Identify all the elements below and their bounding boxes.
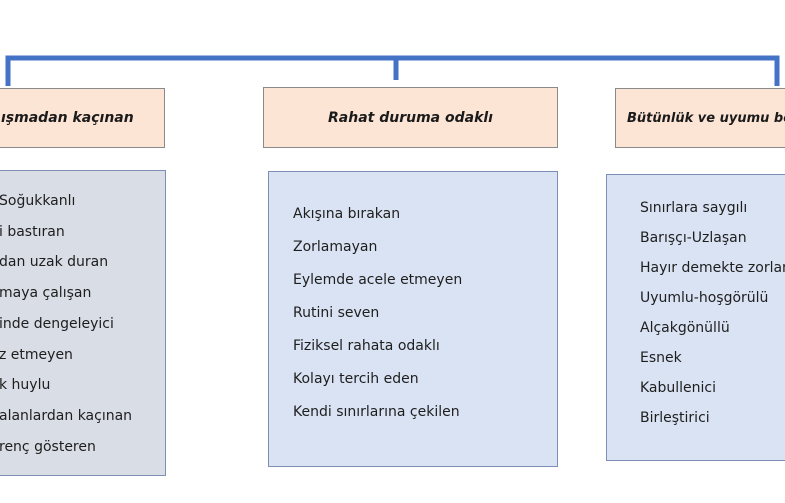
trait-item: maya çalışan (0, 285, 92, 302)
trait-item: Rutini seven (293, 305, 380, 321)
trait-item: Sınırlara saygılı (640, 200, 748, 216)
trait-item: Alçakgönüllü (640, 320, 730, 336)
trait-item: inde dengeleyici (0, 315, 114, 332)
trait-item: Akışına bırakan (293, 206, 401, 222)
trait-item: Eylemde acele etmeyen (293, 272, 463, 288)
trait-item: Uyumlu-hoşgörülü (640, 290, 769, 306)
category-title-left-text: ışmadan kaçınan (1, 110, 134, 126)
trait-item: Kabullenici (640, 380, 717, 396)
category-title-left: ışmadan kaçınan (0, 88, 165, 148)
trait-item: z etmeyen (0, 346, 73, 363)
category-title-right-text: Bütünlük ve uyumu bo (627, 110, 785, 126)
trait-item: k huylu (0, 377, 51, 394)
trait-list-center: Akışına bırakan Zorlamayan Eylemde acele… (268, 171, 558, 467)
trait-item: Barışçı-Uzlaşan (640, 230, 747, 246)
trait-item: alanlardan kaçınan (0, 407, 133, 424)
category-title-right: Bütünlük ve uyumu bo (615, 88, 785, 148)
category-title-center: Rahat duruma odaklı (263, 87, 558, 148)
trait-item: Esnek (640, 350, 682, 366)
trait-list-left: Soğukkanlı i bastıran dan uzak duran may… (0, 170, 166, 476)
trait-list-right: Sınırlara saygılı Barışçı-Uzlaşan Hayır … (606, 174, 785, 461)
trait-item: i bastıran (0, 223, 65, 240)
category-title-center-text: Rahat duruma odaklı (328, 109, 493, 126)
trait-item: Hayır demekte zorlan (640, 260, 785, 276)
trait-item: renç gösteren (0, 438, 96, 455)
trait-item: Zorlamayan (293, 239, 378, 255)
trait-item: Soğukkanlı (0, 193, 76, 209)
trait-item: Kendi sınırlarına çekilen (293, 404, 460, 420)
trait-item: dan uzak duran (0, 254, 109, 271)
trait-item: Kolayı tercih eden (293, 371, 419, 387)
trait-item: Birleştirici (640, 410, 710, 426)
trait-item: Fiziksel rahata odaklı (293, 338, 440, 354)
connector-bracket (5, 55, 780, 86)
